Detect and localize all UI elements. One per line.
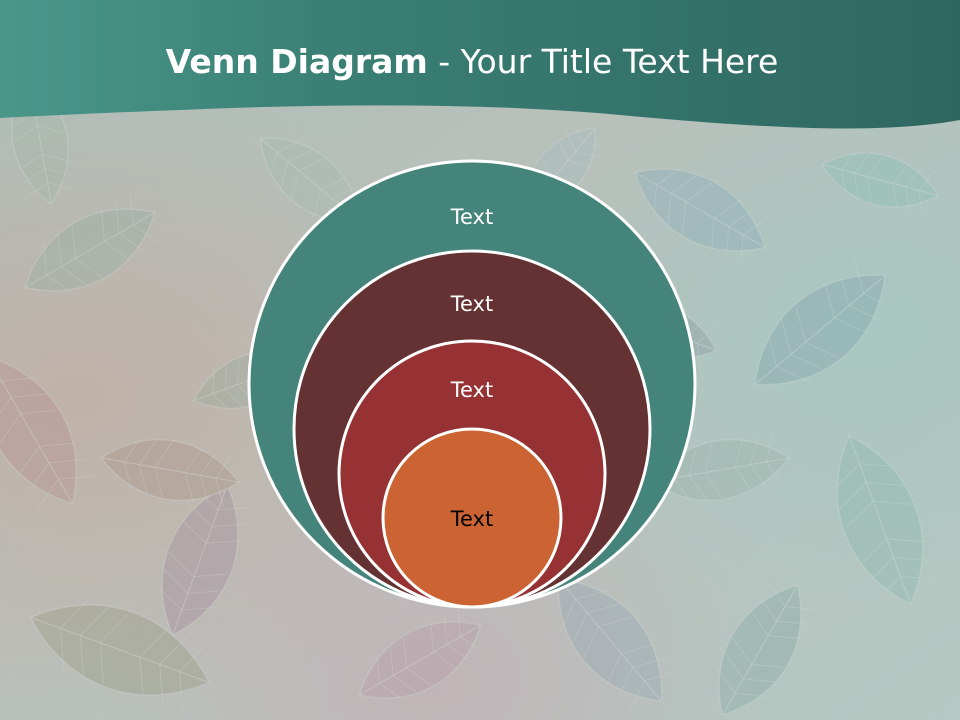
leaf-shape: [156, 483, 253, 637]
leaf-shape: [634, 165, 770, 268]
title-bold-part: Venn Diagram: [165, 42, 428, 81]
leaf-shape: [557, 577, 678, 713]
circle-2-label: Text: [450, 292, 494, 316]
leaf-shape: [358, 606, 486, 702]
leaf-shape: [29, 598, 211, 713]
slide-title: Venn Diagram - Your Title Text Here: [0, 40, 944, 84]
circle-3-label: Text: [450, 378, 494, 402]
leaf-shape: [649, 432, 791, 504]
leaf-shape: [831, 434, 940, 606]
leaf-shape: [754, 258, 897, 386]
header-band: [0, 0, 960, 129]
leaf-shape: [24, 192, 160, 295]
leaf-shape: [820, 149, 940, 216]
circle-4-label: Text: [450, 507, 494, 531]
leaf-shape: [715, 580, 818, 716]
leaf-shape: [0, 355, 95, 510]
circle-4[interactable]: [381, 427, 563, 609]
circle-1-label: Text: [450, 205, 494, 229]
title-rest-part: - Your Title Text Here: [427, 42, 779, 81]
leaf-shape: [99, 436, 241, 508]
